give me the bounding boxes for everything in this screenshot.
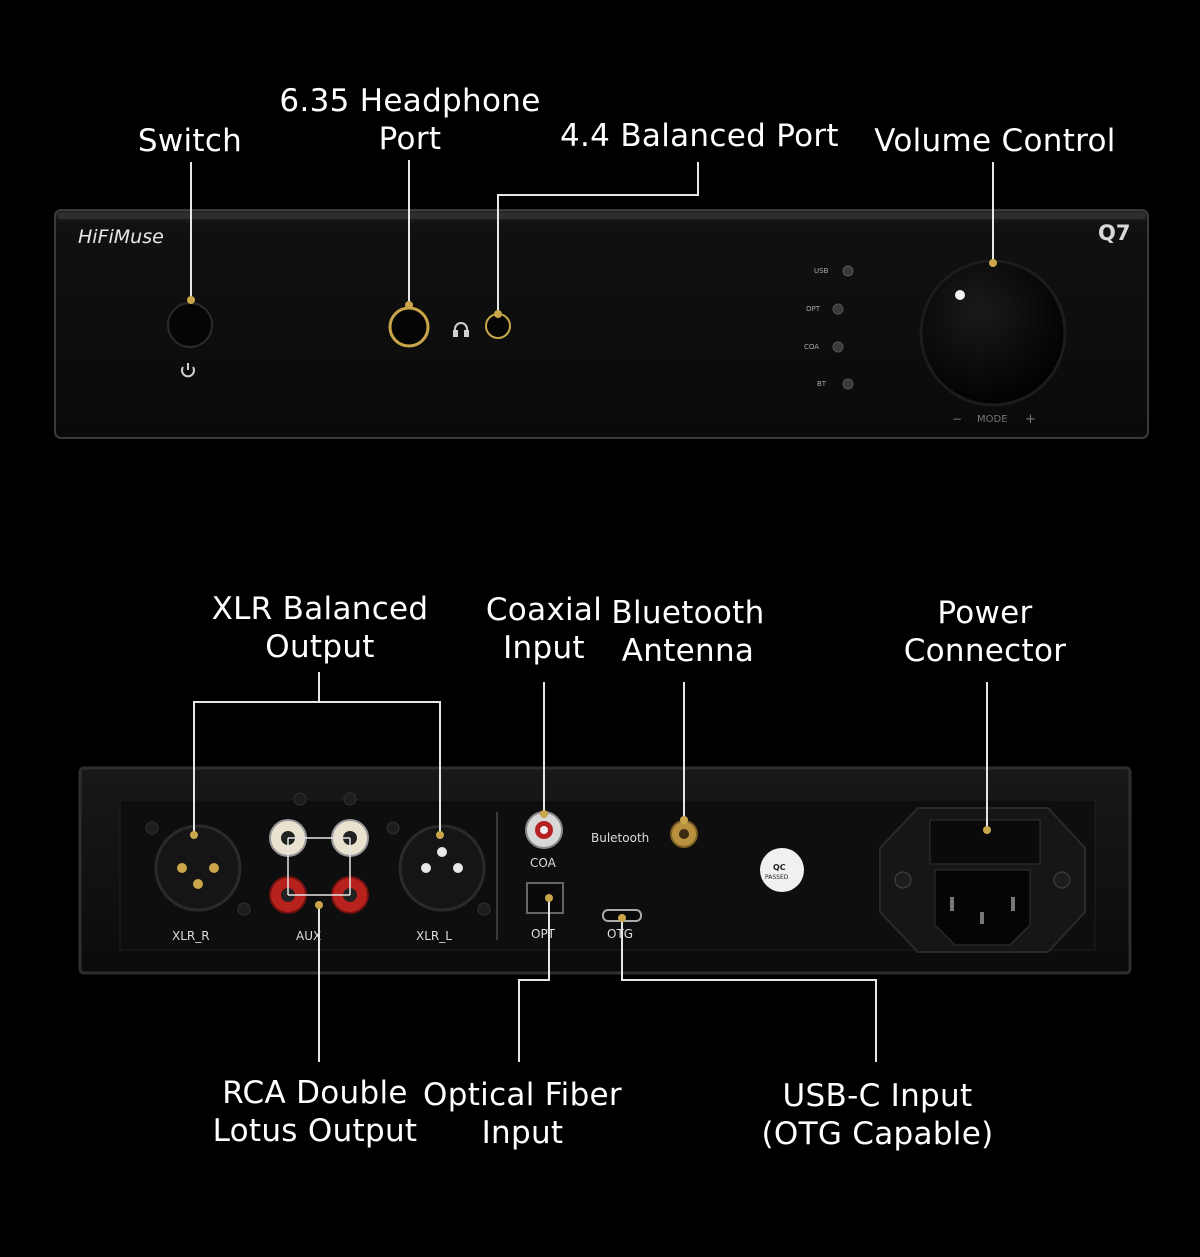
xlr-output-label-line2: Output (265, 629, 375, 665)
qc-sticker-subtext: PASSED (765, 874, 789, 881)
callout-lines (190, 160, 994, 1062)
headphone-icon (453, 322, 469, 337)
power-connector-label-line1: Power (937, 595, 1033, 631)
brand-logo: HiFiMuse (78, 226, 164, 248)
xlr-output-label-line1: XLR Balanced (211, 591, 429, 627)
headphone-port-635 (388, 306, 430, 348)
usbc-input-label: USB-C Input (OTG Capable) (755, 1077, 1000, 1153)
xlr-output-label: XLR Balanced Output (195, 590, 445, 666)
optical-input-label: Optical Fiber Input (410, 1076, 635, 1152)
xlr-r-label: XLR_R (172, 929, 210, 943)
bluetooth-antenna-label: Bluetooth Antenna (598, 594, 778, 670)
qc-sticker-text: QC (773, 863, 786, 872)
coa-label: COA (530, 856, 557, 870)
qc-sticker (760, 848, 804, 892)
headphone-port-label-line2: Port (378, 121, 442, 157)
model-name: Q7 (1098, 221, 1130, 245)
rca-output-label-line2: Lotus Output (212, 1113, 418, 1149)
balanced-port-label: 4.4 Balanced Port (560, 117, 839, 155)
coaxial-input-label-line2: Input (503, 630, 585, 666)
led-usb (842, 265, 854, 277)
rear-panel (78, 766, 1132, 975)
xlr-r-connector (154, 824, 242, 912)
bluetooth-antenna-label-line2: Antenna (621, 633, 755, 669)
volume-knob (919, 259, 1067, 407)
volume-control-label-text: Volume Control (874, 123, 1116, 159)
power-button (167, 302, 213, 348)
rca-output-label: RCA Double Lotus Output (195, 1074, 435, 1150)
rca-output-label-line1: RCA Double (222, 1075, 408, 1111)
volume-control-label: Volume Control (860, 122, 1130, 160)
headphone-port-label: 6.35 Headphone Port (275, 82, 545, 158)
knob-minus-label: − (952, 412, 962, 426)
bluetooth-antenna-label-line1: Bluetooth (611, 595, 765, 631)
optical-input-label-line1: Optical Fiber (423, 1077, 622, 1113)
power-connector-label-line2: Connector (903, 633, 1067, 669)
opt-label: OPT (531, 927, 556, 941)
power-connector-label: Power Connector (880, 594, 1090, 670)
knob-mode-label: MODE (977, 414, 1008, 425)
indicator-opt-label: OPT (806, 305, 821, 313)
knob-plus-label: + (1025, 412, 1036, 427)
coaxial-input-label-line1: Coaxial (485, 592, 603, 628)
indicator-bt-label: BT (817, 380, 827, 388)
coaxial-input-label: Coaxial Input (474, 591, 614, 667)
led-opt (832, 303, 844, 315)
front-panel (54, 209, 1149, 439)
xlr-l-label: XLR_L (416, 929, 452, 943)
indicator-usb-label: USB (814, 267, 829, 275)
aux-label: AUX (296, 929, 321, 943)
indicator-coa-label: COA (804, 343, 819, 351)
power-icon (181, 363, 195, 378)
bluetooth-label: Buletooth (591, 831, 649, 845)
usbc-input-label-line2: (OTG Capable) (761, 1116, 994, 1152)
led-bt (842, 378, 854, 390)
iec-socket (934, 869, 1031, 946)
switch-label-text: Switch (137, 123, 243, 159)
balanced-port-label-text: 4.4 Balanced Port (560, 118, 839, 154)
usbc-input-label-line1: USB-C Input (782, 1078, 973, 1114)
knob-dot (955, 290, 965, 300)
callout-dots (187, 259, 997, 922)
led-coa (832, 341, 844, 353)
optical-input-label-line2: Input (481, 1115, 564, 1151)
headphone-port-label-line1: 6.35 Headphone (279, 83, 541, 119)
otg-label: OTG (607, 927, 633, 941)
xlr-l-connector (398, 824, 486, 912)
switch-label: Switch (110, 122, 270, 160)
